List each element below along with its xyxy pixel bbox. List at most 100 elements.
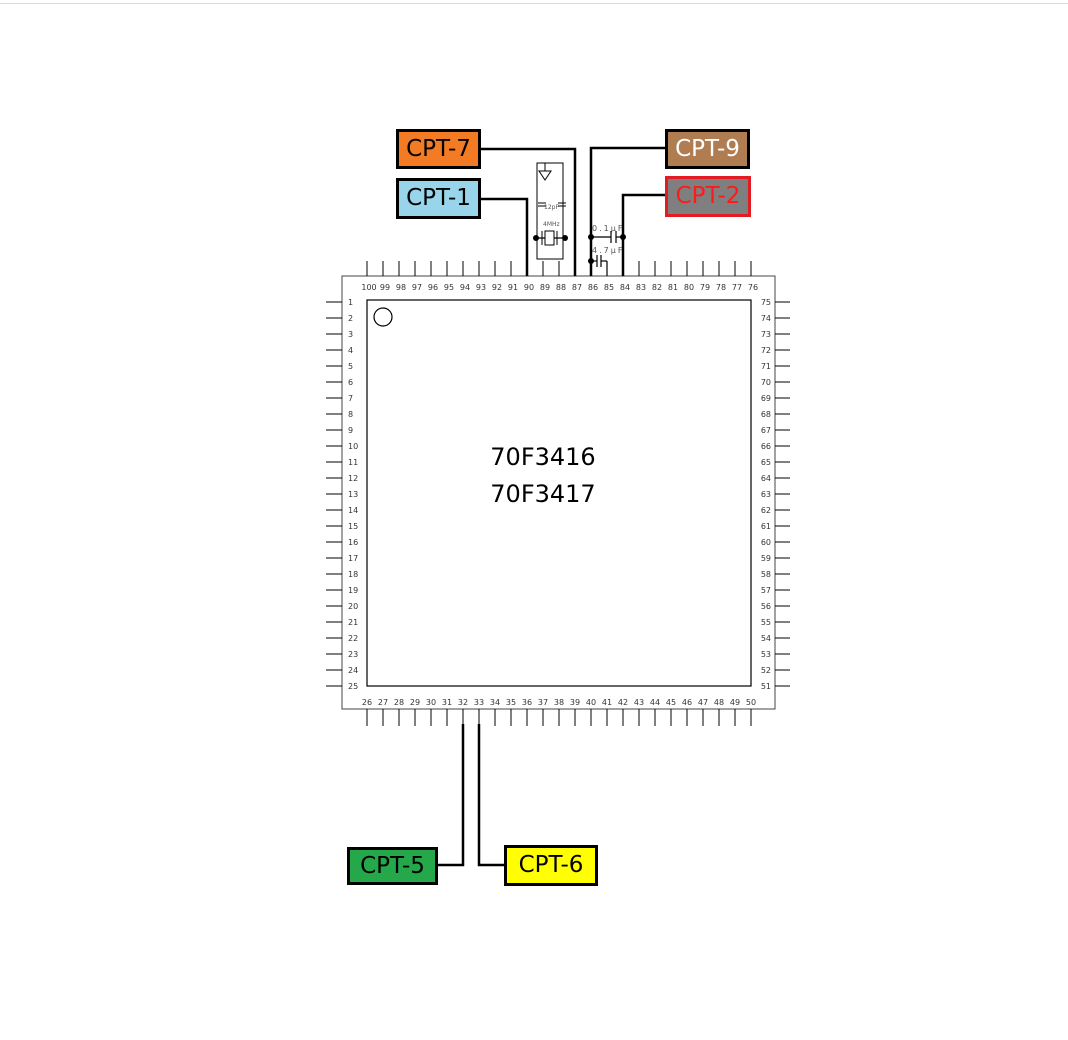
pin-label-45: 45 — [666, 698, 676, 707]
pin-label-52: 52 — [761, 666, 771, 675]
cpt2-wire — [621, 193, 667, 276]
pin-label-9: 9 — [348, 426, 353, 435]
pin1-marker — [373, 307, 393, 327]
pin-label-30: 30 — [426, 698, 436, 707]
pin-label-75: 75 — [761, 298, 771, 307]
pin-label-22: 22 — [348, 634, 358, 643]
pin-label-70: 70 — [761, 378, 771, 387]
pin-label-28: 28 — [394, 698, 404, 707]
pin-label-38: 38 — [554, 698, 564, 707]
pin-label-39: 39 — [570, 698, 580, 707]
cpt5-label: CPT-5 — [347, 847, 438, 885]
cpt7-label: CPT-7 — [396, 129, 481, 169]
pin-label-78: 78 — [716, 283, 726, 292]
pin-label-34: 34 — [490, 698, 500, 707]
decoupling-network — [591, 231, 623, 276]
chip-die-outline — [366, 299, 752, 687]
pin-label-51: 51 — [761, 682, 771, 691]
pin-label-65: 65 — [761, 458, 771, 467]
ground-symbol — [538, 170, 552, 181]
pin-label-95: 95 — [444, 283, 454, 292]
pin-label-44: 44 — [650, 698, 660, 707]
cpt5-wire — [437, 724, 465, 867]
cpt9-label: CPT-9 — [665, 129, 750, 169]
pin-label-83: 83 — [636, 283, 646, 292]
pin-label-76: 76 — [748, 283, 758, 292]
pin-label-89: 89 — [540, 283, 550, 292]
pin-label-53: 53 — [761, 650, 771, 659]
pin-label-4: 4 — [348, 346, 353, 355]
cap1-label: 0.1μF — [592, 224, 624, 233]
pin-label-57: 57 — [761, 586, 771, 595]
cpt1-wire — [481, 197, 529, 276]
pin-label-80: 80 — [684, 283, 694, 292]
pin-label-55: 55 — [761, 618, 771, 627]
crystal-node-left — [533, 235, 539, 241]
crystal-symbol — [544, 230, 555, 246]
crystal-network-box — [536, 162, 564, 260]
pin-label-11: 11 — [348, 458, 358, 467]
pin-label-27: 27 — [378, 698, 388, 707]
cpt1-label: CPT-1 — [396, 178, 481, 219]
pin-label-32: 32 — [458, 698, 468, 707]
pin-label-20: 20 — [348, 602, 358, 611]
pin-label-46: 46 — [682, 698, 692, 707]
cpt7-wire — [481, 147, 577, 276]
pin-label-88: 88 — [556, 283, 566, 292]
pin-label-23: 23 — [348, 650, 358, 659]
pin-label-98: 98 — [396, 283, 406, 292]
pin-label-81: 81 — [668, 283, 678, 292]
pin-label-90: 90 — [524, 283, 534, 292]
pin-label-6: 6 — [348, 378, 353, 387]
pin-label-42: 42 — [618, 698, 628, 707]
cpt2-label: CPT-2 — [665, 176, 751, 217]
pin-label-69: 69 — [761, 394, 771, 403]
pin-label-71: 71 — [761, 362, 771, 371]
pin-label-94: 94 — [460, 283, 470, 292]
pin-label-96: 96 — [428, 283, 438, 292]
pin-label-21: 21 — [348, 618, 358, 627]
pin-label-87: 87 — [572, 283, 582, 292]
pin-label-29: 29 — [410, 698, 420, 707]
pin-label-100: 100 — [361, 283, 376, 292]
pin-label-17: 17 — [348, 554, 358, 563]
window-top-border — [0, 3, 1068, 4]
pin-label-99: 99 — [380, 283, 390, 292]
pin-label-7: 7 — [348, 394, 353, 403]
pin-label-64: 64 — [761, 474, 771, 483]
pin-label-63: 63 — [761, 490, 771, 499]
pin-label-60: 60 — [761, 538, 771, 547]
pin-label-25: 25 — [348, 682, 358, 691]
pin-label-61: 61 — [761, 522, 771, 531]
pin-label-79: 79 — [700, 283, 710, 292]
pin-label-41: 41 — [602, 698, 612, 707]
pin-label-15: 15 — [348, 522, 358, 531]
pin-label-86: 86 — [588, 283, 598, 292]
pin-label-84: 84 — [620, 283, 630, 292]
pin-label-73: 73 — [761, 330, 771, 339]
crystal-network — [536, 162, 566, 260]
pin-label-13: 13 — [348, 490, 358, 499]
pin-label-97: 97 — [412, 283, 422, 292]
pin-label-62: 62 — [761, 506, 771, 515]
pin-label-72: 72 — [761, 346, 771, 355]
pin-label-74: 74 — [761, 314, 771, 323]
pin-label-24: 24 — [348, 666, 358, 675]
cpt9-wire — [589, 146, 667, 276]
crystal-cap-label: 12pF — [544, 204, 559, 211]
pin-label-3: 3 — [348, 330, 353, 339]
pin-label-43: 43 — [634, 698, 644, 707]
cap2-label: 4.7μF — [592, 246, 624, 255]
pin-label-2: 2 — [348, 314, 353, 323]
pin-label-10: 10 — [348, 442, 358, 451]
pin-label-31: 31 — [442, 698, 452, 707]
pin-label-47: 47 — [698, 698, 708, 707]
pin-label-5: 5 — [348, 362, 353, 371]
pin-label-8: 8 — [348, 410, 353, 419]
pin-label-36: 36 — [522, 698, 532, 707]
pin-label-59: 59 — [761, 554, 771, 563]
pin-label-93: 93 — [476, 283, 486, 292]
chip-part-number-1: 70F3416 — [490, 443, 596, 471]
pin-label-82: 82 — [652, 283, 662, 292]
